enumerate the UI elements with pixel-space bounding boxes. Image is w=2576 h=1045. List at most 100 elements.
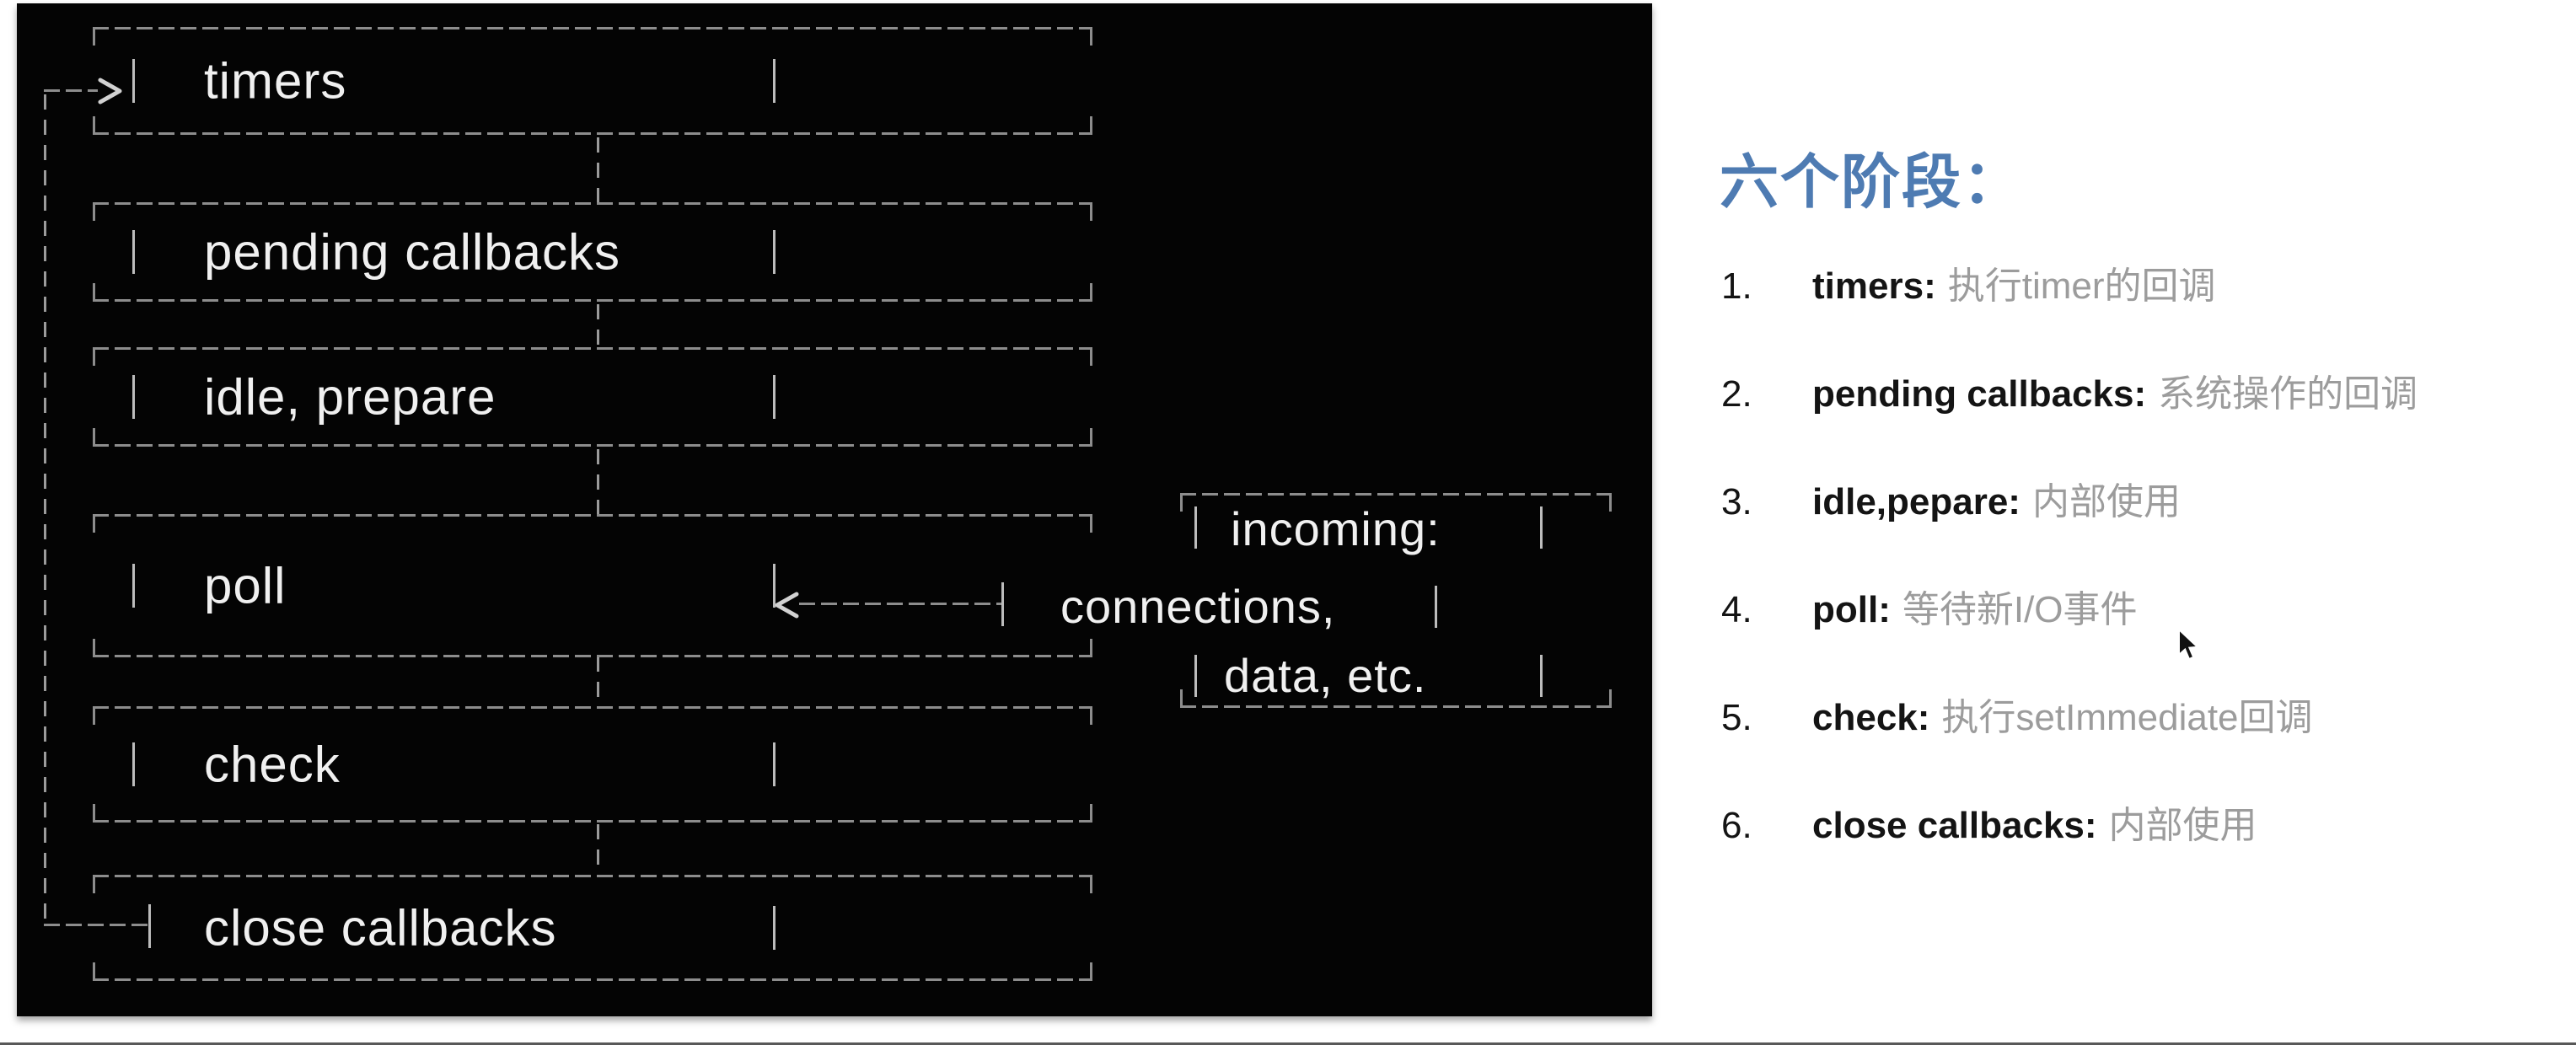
phase-box-idle-prepare: idle, prepare: [93, 347, 1092, 447]
box-border: [1180, 493, 1612, 496]
item-term: close callbacks:: [1812, 805, 2097, 846]
item-number: 1.: [1721, 265, 1752, 307]
box-border: [93, 706, 1092, 709]
box-corner: [1090, 283, 1092, 302]
phase-connector: [597, 656, 599, 707]
box-corner: [93, 962, 95, 981]
box-corner: [1090, 347, 1092, 366]
item-desc: 内部使用: [2108, 805, 2257, 846]
box-tick: [773, 59, 775, 103]
item-term: poll:: [1812, 589, 1891, 630]
box-border: [93, 27, 1092, 29]
box-tick: [1435, 586, 1437, 628]
phase-label-poll: poll: [204, 557, 287, 614]
box-tick: [773, 230, 775, 274]
box-tick: [1540, 655, 1543, 697]
box-tick: [132, 742, 135, 786]
notes-title: 六个阶段：: [1720, 149, 2023, 215]
box-corner: [93, 706, 95, 725]
item-desc: 执行setImmediate回调: [1941, 697, 2313, 738]
incoming-box: incoming: connections, data, etc.: [1060, 493, 1612, 708]
box-border: [93, 514, 1092, 517]
item-desc: 系统操作的回调: [2158, 373, 2418, 415]
box-corner: [93, 639, 95, 657]
box-tick: [773, 375, 775, 419]
box-corner: [1090, 706, 1092, 725]
phase-connector: [597, 824, 599, 875]
item-term: check:: [1812, 697, 1930, 738]
loop-line-bottom: [44, 924, 148, 926]
phase-label-timers: timers: [204, 52, 347, 110]
item-term: timers:: [1812, 265, 1936, 307]
item-number: 5.: [1721, 697, 1752, 738]
box-corner: [1090, 428, 1092, 447]
box-corner: [1090, 639, 1092, 657]
phase-box-timers: timers: [93, 27, 1092, 135]
phase-box-pending-callbacks: pending callbacks: [93, 202, 1092, 302]
box-corner: [93, 27, 95, 46]
box-tick: [132, 564, 135, 608]
box-corner: [93, 202, 95, 221]
box-corner: [1090, 962, 1092, 981]
phase-connector: [597, 137, 599, 203]
phase-label-check: check: [204, 736, 341, 793]
box-corner: [93, 116, 95, 135]
box-tick: [1194, 655, 1197, 697]
incoming-line1: incoming:: [1231, 502, 1441, 555]
note-item-2: 2. pending callbacks: 系统操作的回调: [1721, 367, 2564, 422]
box-border: [93, 875, 1092, 877]
incoming-line3: data, etc.: [1224, 649, 1427, 702]
phase-box-poll: poll: [93, 514, 1092, 657]
box-corner: [1090, 27, 1092, 46]
item-number: 3.: [1721, 481, 1752, 522]
note-item-4: 4. poll: 等待新I/O事件: [1721, 582, 2564, 638]
box-tick: [1540, 506, 1543, 549]
box-border: [93, 978, 1092, 981]
box-corner: [1609, 493, 1612, 512]
box-border: [93, 347, 1092, 350]
incoming-line2: connections,: [1060, 580, 1336, 633]
box-border: [93, 202, 1092, 205]
event-loop-diagram-panel: timers pending callbacks idle, prepare: [17, 3, 1652, 1016]
phase-label-pending-callbacks: pending callbacks: [204, 223, 620, 281]
box-tick: [132, 375, 135, 419]
phase-box-close-callbacks: close callbacks: [93, 875, 1092, 981]
phase-box-check: check: [93, 706, 1092, 823]
bottom-divider-line: [0, 1042, 2576, 1045]
box-corner: [93, 875, 95, 893]
note-item-3: 3. idle,pepare: 内部使用: [1721, 474, 2564, 530]
phase-label-close-callbacks: close callbacks: [204, 899, 557, 957]
arrowhead-left-icon: [772, 588, 801, 622]
box-tick: [773, 742, 775, 786]
box-corner: [1090, 514, 1092, 533]
box-corner: [1090, 875, 1092, 893]
note-item-1: 1. timers: 执行timer的回调: [1721, 259, 2564, 314]
box-tick: [773, 564, 775, 608]
item-desc: 执行timer的回调: [1947, 265, 2216, 307]
loop-end-tick: [148, 904, 151, 948]
poll-arrow-origin-tick: [1001, 582, 1004, 626]
box-tick: [132, 230, 135, 274]
box-corner: [1090, 804, 1092, 823]
item-desc: 内部使用: [2031, 481, 2181, 522]
box-border: [1180, 705, 1612, 708]
loop-arrowhead-right-icon: [96, 74, 125, 108]
box-corner: [93, 514, 95, 533]
box-corner: [93, 804, 95, 823]
poll-arrow-line: [799, 603, 1001, 605]
note-item-6: 6. close callbacks: 内部使用: [1721, 798, 2564, 854]
box-corner: [1090, 116, 1092, 135]
box-border: [93, 820, 1092, 823]
loop-line-top: [44, 89, 98, 92]
item-number: 6.: [1721, 805, 1752, 846]
box-corner: [93, 283, 95, 302]
box-corner: [1609, 689, 1612, 708]
box-corner: [93, 347, 95, 366]
item-desc: 等待新I/O事件: [1902, 589, 2138, 630]
phase-connector: [597, 304, 599, 348]
item-number: 2.: [1721, 373, 1752, 415]
item-term: pending callbacks:: [1812, 373, 2147, 415]
box-corner: [1090, 202, 1092, 221]
phase-label-idle-prepare: idle, prepare: [204, 368, 496, 426]
